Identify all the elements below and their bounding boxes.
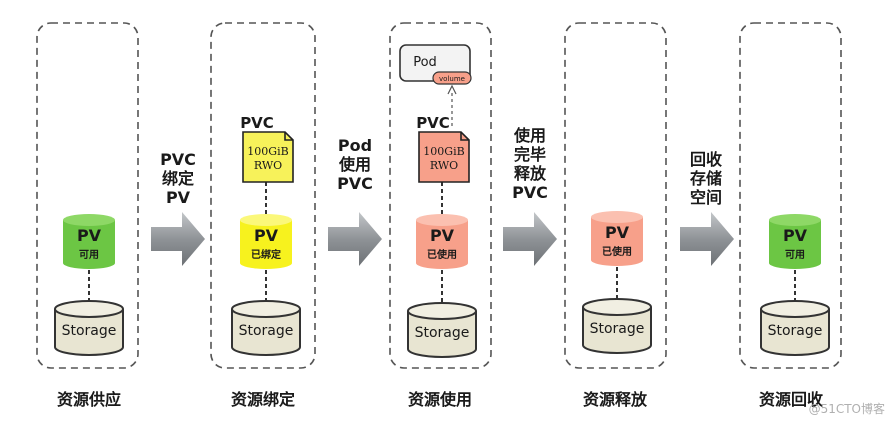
volume-badge — [432, 71, 472, 85]
storage-cylinder-5 — [760, 300, 830, 356]
watermark: @51CTO博客 — [808, 402, 885, 416]
pvc-mode-using: RWO — [430, 159, 458, 172]
step-line: 回收 — [689, 150, 722, 169]
storage-label-3: Storage — [415, 325, 470, 341]
stage-label-binding: 资源绑定 — [230, 390, 295, 409]
pv-cylinder-4 — [591, 211, 643, 266]
pvc-document-using — [418, 131, 470, 183]
stage-box-binding — [210, 22, 316, 369]
pvc-document-binding — [242, 131, 294, 183]
storage-cylinder-3 — [407, 302, 477, 358]
step-line: Pod — [337, 136, 373, 155]
pv-status-3: 已使用 — [427, 248, 457, 261]
volume-label: volume — [439, 75, 465, 83]
step-line: 使用 — [338, 155, 371, 174]
pod-label: Pod — [413, 55, 437, 70]
arrow-reclaim — [680, 212, 734, 266]
pv-label-1: PV — [77, 226, 102, 245]
pv-status-2: 已绑定 — [251, 248, 281, 261]
pv-cylinder-2 — [240, 214, 292, 269]
pv-status-5: 可用 — [785, 249, 805, 261]
pv-cylinder-5 — [769, 214, 821, 269]
step-label-reclaim: 回收 存储 空间 — [666, 150, 746, 207]
pv-label-2: PV — [254, 226, 279, 245]
step-line: PV — [165, 188, 191, 207]
pv-status-1: 可用 — [79, 249, 99, 261]
step-line: PVC — [512, 183, 548, 202]
step-line: 绑定 — [161, 169, 194, 188]
pv-cylinder-3 — [416, 214, 468, 269]
pvc-title-binding: PVC — [240, 114, 274, 132]
step-line: 释放 — [513, 164, 546, 183]
pvc-size-binding: 100GiB — [247, 145, 288, 158]
stage-label-releasing: 资源释放 — [582, 390, 647, 409]
storage-label-5: Storage — [768, 323, 823, 339]
stage-box-provision — [36, 22, 139, 369]
step-line: 使用 — [513, 126, 546, 145]
step-line: 空间 — [689, 188, 722, 207]
storage-label-4: Storage — [590, 321, 645, 337]
step-line: 存储 — [689, 169, 722, 188]
storage-cylinder-2 — [231, 300, 301, 356]
pv-label-3: PV — [430, 226, 455, 245]
storage-label-1: Storage — [62, 323, 117, 339]
step-line: PVC — [160, 150, 196, 169]
step-label-release: 使用 完毕 释放 PVC — [490, 126, 570, 202]
pv-cylinder-1 — [63, 214, 115, 269]
stage-box-using — [389, 22, 492, 369]
pv-status-4: 已使用 — [602, 245, 632, 258]
stage-box-releasing — [564, 22, 667, 369]
stage-box-reclaiming — [739, 22, 842, 369]
stage-label-provision: 资源供应 — [56, 390, 121, 409]
pv-label-5: PV — [783, 226, 808, 245]
step-line: 完毕 — [513, 145, 546, 164]
arrow-release — [503, 212, 557, 266]
pvc-mode-binding: RWO — [254, 159, 282, 172]
arrow-use — [328, 212, 382, 266]
step-label-use: Pod 使用 PVC — [315, 136, 395, 193]
pvc-size-using: 100GiB — [423, 145, 464, 158]
storage-cylinder-4 — [582, 298, 652, 354]
stage-label-reclaiming: 资源回收 — [758, 390, 823, 409]
storage-label-2: Storage — [239, 323, 294, 339]
pvc-title-using: PVC — [416, 114, 450, 132]
pod-box — [399, 44, 472, 85]
arrow-bind — [151, 212, 205, 266]
pv-label-4: PV — [605, 223, 630, 242]
storage-cylinder-1 — [54, 300, 124, 356]
stage-label-using: 资源使用 — [407, 390, 472, 409]
step-line: PVC — [337, 174, 373, 193]
step-label-bind: PVC 绑定 PV — [138, 150, 218, 207]
